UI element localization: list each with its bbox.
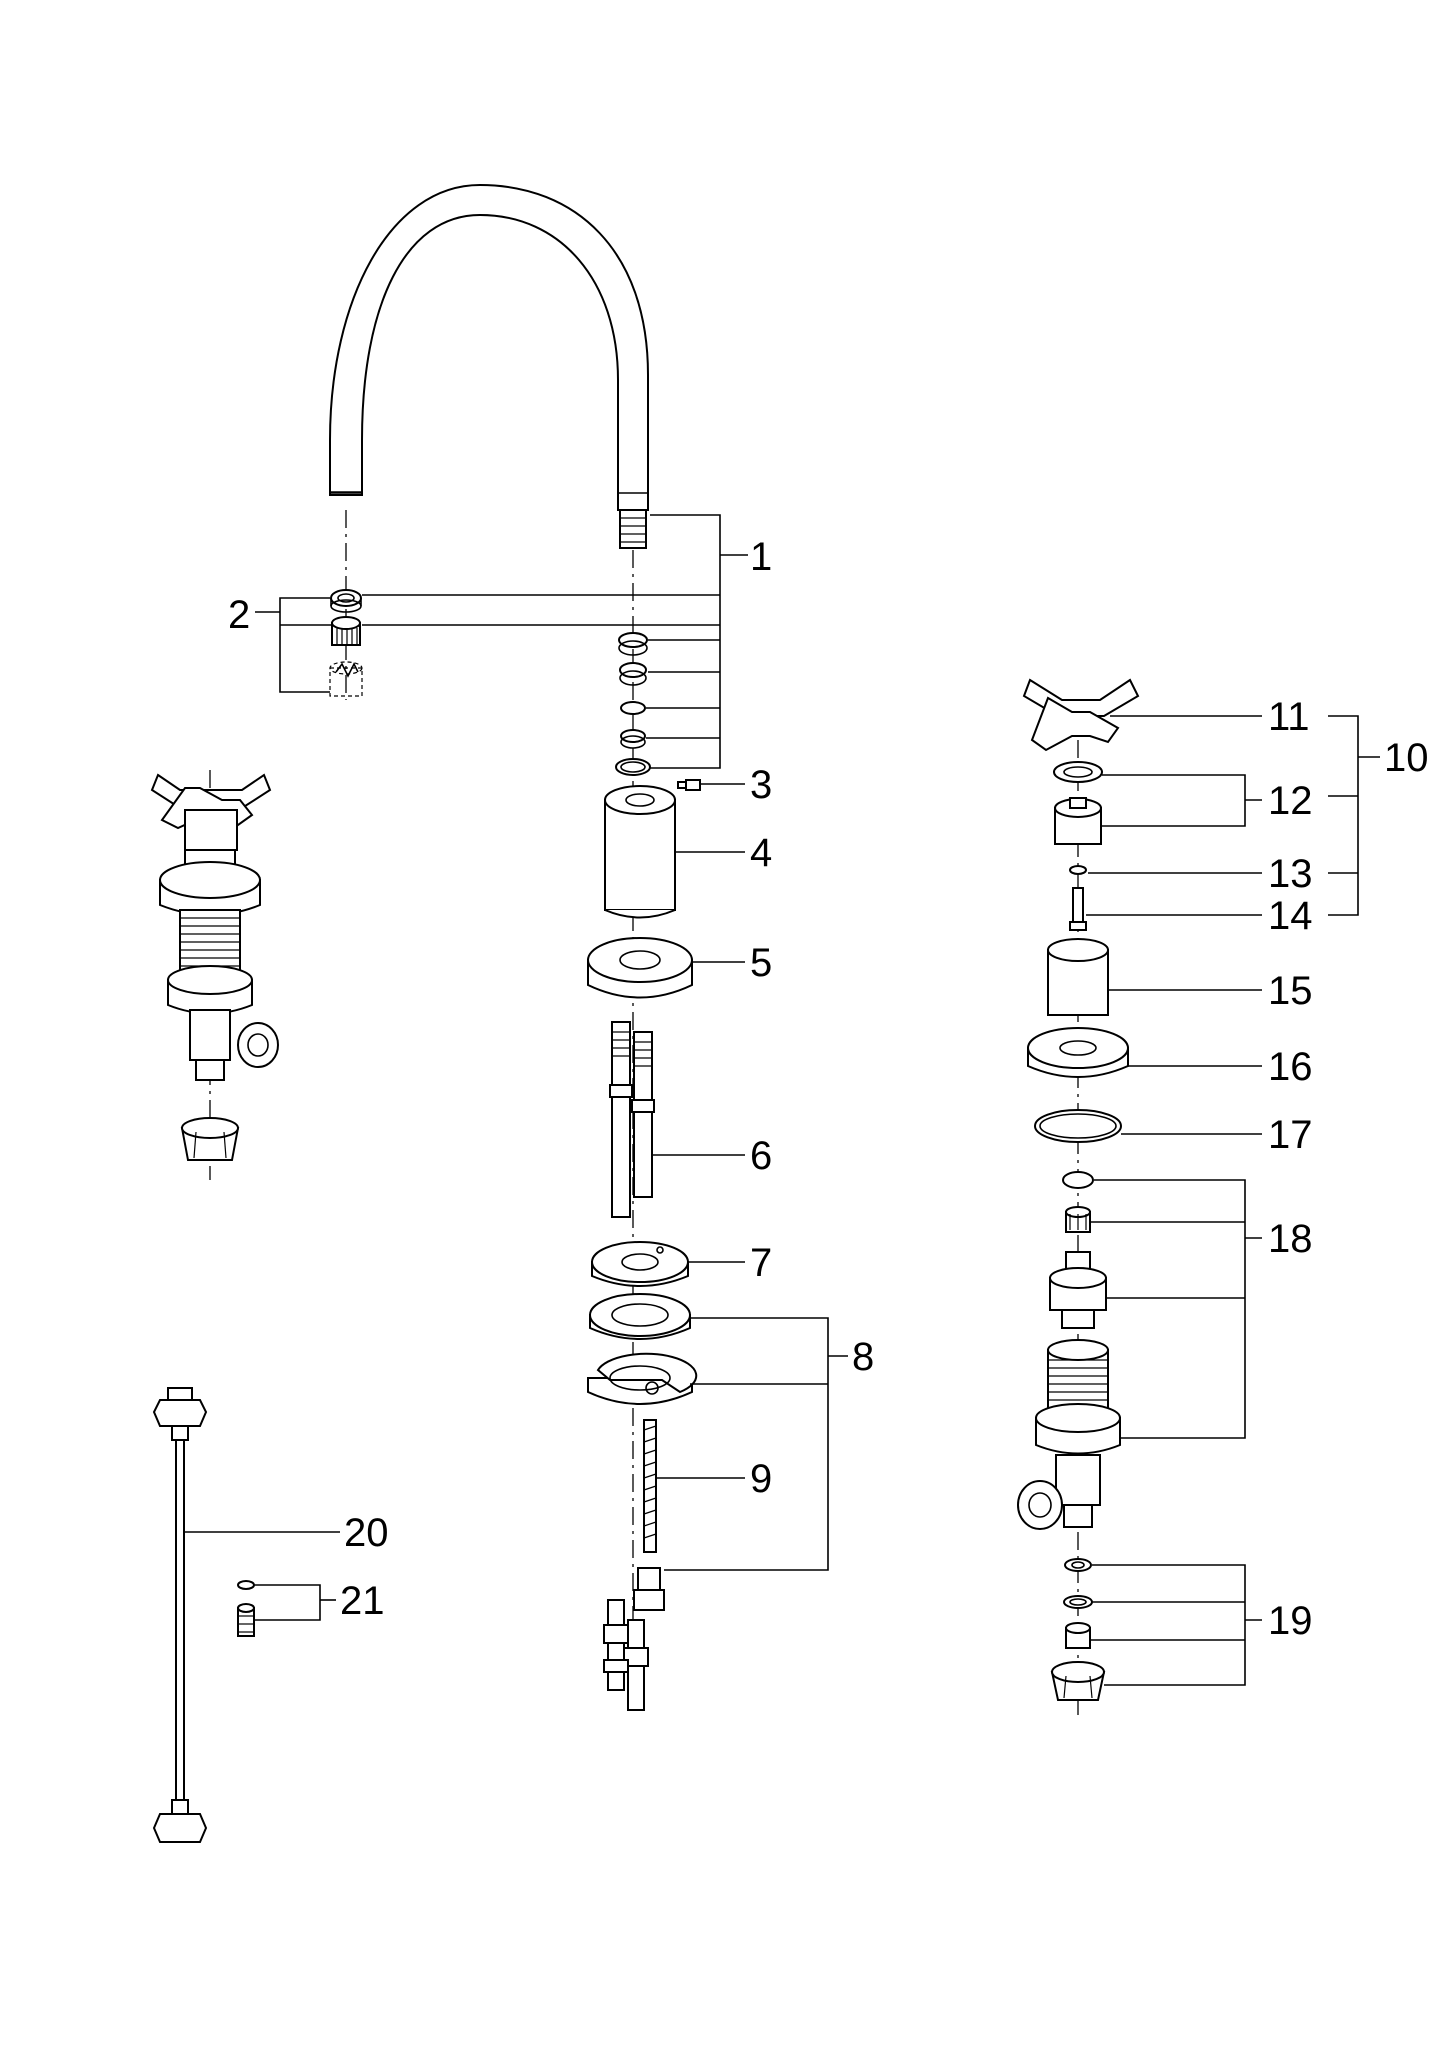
callout-14: 14 [1268, 894, 1313, 938]
leader-12 [1102, 774, 1262, 827]
leader-19 [1090, 1564, 1262, 1686]
callout-8: 8 [852, 1335, 874, 1379]
spout-seal-4 [620, 729, 646, 749]
valve-body [1017, 1339, 1121, 1530]
left-cross-handle [150, 773, 272, 851]
spout-seal-1 [618, 632, 648, 656]
spout-part [329, 183, 649, 511]
left-valve-nut [180, 1117, 240, 1161]
spout-seal-2 [619, 662, 647, 686]
valve-spindle [1065, 1206, 1091, 1233]
mounting-washer [591, 1241, 689, 1287]
valve-union-nut [1050, 1661, 1106, 1701]
leader-18 [1090, 1179, 1262, 1439]
leader-1 [362, 514, 748, 769]
callout-17: 17 [1268, 1113, 1313, 1157]
valve-washer-2 [1063, 1595, 1093, 1609]
handle-screw [1069, 887, 1087, 931]
callout-1: 1 [750, 535, 772, 579]
callout-4: 4 [750, 831, 772, 875]
hose-nipple [237, 1603, 255, 1637]
callout-10: 10 [1384, 736, 1429, 780]
valve-rosette [1027, 1027, 1129, 1078]
aerator-insert [331, 616, 361, 646]
handle-adapter [1054, 797, 1102, 845]
base-ring [587, 937, 693, 999]
aerator-housing-dashed [329, 661, 363, 697]
supply-pipes [609, 1021, 655, 1218]
leader-2 [255, 597, 332, 693]
valve-olive [1065, 1622, 1091, 1649]
right-cross-handle [1022, 678, 1140, 752]
callout-16: 16 [1268, 1045, 1313, 1089]
threaded-rod [643, 1419, 657, 1553]
leader-21 [254, 1584, 336, 1621]
callout-2: 2 [228, 593, 250, 637]
spout-oring [615, 758, 651, 776]
callout-15: 15 [1268, 969, 1313, 1013]
flexible-hose [152, 1387, 208, 1843]
set-screw [677, 779, 701, 791]
fixing-nut [633, 1567, 665, 1611]
spout-body-sleeve [604, 785, 676, 919]
spout-seal-3 [620, 701, 646, 715]
leader-10 [1328, 715, 1380, 916]
callout-9: 9 [750, 1457, 772, 1501]
callout-6: 6 [750, 1134, 772, 1178]
callout-21: 21 [340, 1579, 385, 1623]
hose-washer [237, 1580, 255, 1590]
small-washer [1069, 865, 1087, 875]
valve-washer-1 [1064, 1558, 1092, 1572]
aerator-ring [330, 589, 362, 613]
callout-20: 20 [344, 1511, 389, 1555]
left-valve-body [159, 849, 279, 1081]
handle-cap [1053, 761, 1103, 783]
callout-13: 13 [1268, 852, 1313, 896]
callout-11: 11 [1268, 695, 1310, 739]
valve-cartridge [1049, 1251, 1107, 1329]
leader-8 [664, 1317, 848, 1571]
callout-7: 7 [750, 1241, 772, 1285]
valve-oring-small [1062, 1171, 1094, 1189]
callout-3: 3 [750, 763, 772, 807]
callout-19: 19 [1268, 1599, 1313, 1643]
fixing-plate-upper [589, 1293, 691, 1340]
valve-oring-large [1034, 1109, 1122, 1143]
valve-sleeve [1047, 938, 1109, 1016]
callout-12: 12 [1268, 779, 1313, 823]
callout-18: 18 [1268, 1217, 1313, 1261]
fixing-plate-lower [587, 1352, 698, 1405]
spout-thread [619, 509, 647, 549]
callout-5: 5 [750, 941, 772, 985]
pipe-connectors [603, 1599, 649, 1711]
